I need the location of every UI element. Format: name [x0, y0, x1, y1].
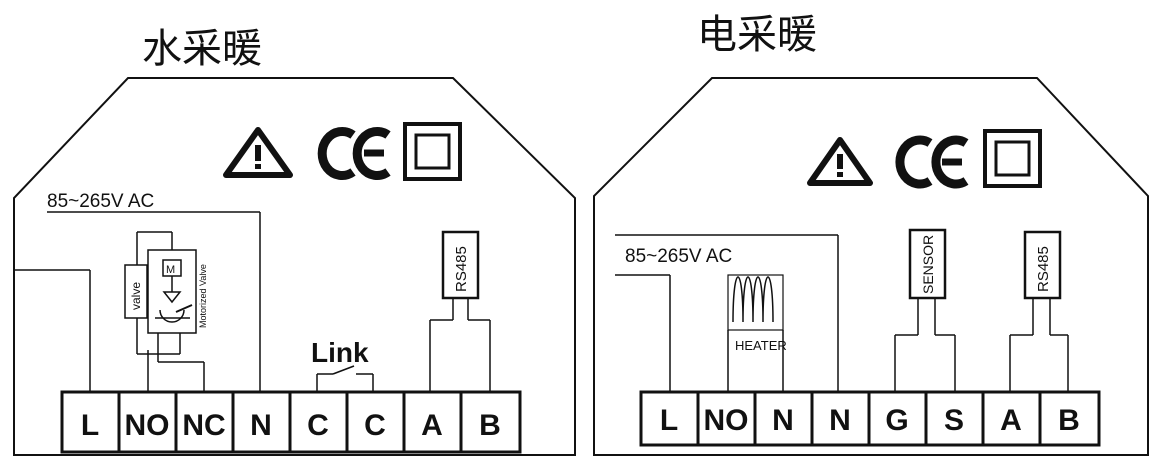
terminal-label: C [307, 409, 329, 442]
ce-mark-icon [317, 127, 391, 180]
terminal-label: NC [182, 409, 225, 442]
terminal-label: NO [704, 404, 749, 437]
terminal-label: N [250, 409, 272, 442]
terminal-label: B [479, 409, 501, 442]
terminal-label: L [660, 404, 678, 437]
motorized-valve-icon: M [147, 249, 197, 334]
voltage-label: 85~265V AC [47, 191, 154, 212]
heater-label: HEATER [735, 338, 787, 353]
terminal-label: C [364, 409, 386, 442]
electric-heating-title: 电采暖 [697, 12, 817, 58]
terminal-block-right: L NO N N G S A B [639, 390, 1101, 447]
rs485-box-right: RS485 [1023, 230, 1062, 300]
water-heating-title: 水采暖 [142, 26, 262, 72]
svg-text:RS485: RS485 [1035, 246, 1052, 292]
heater-coil-icon: HEATER [727, 274, 787, 353]
power-wires-left [14, 211, 491, 392]
ce-mark-icon [895, 135, 969, 189]
terminal-label: S [944, 404, 964, 437]
rs485-box-left: RS485 [441, 230, 480, 300]
terminal-label: NO [125, 409, 170, 442]
terminal-label: B [1058, 404, 1080, 437]
double-insulation-icon [983, 129, 1042, 188]
svg-text:RS485: RS485 [453, 246, 470, 292]
voltage-label: 85~265V AC [625, 246, 732, 267]
valve-label: valve [129, 282, 143, 310]
motorized-valve-label: Motorized Valve [198, 264, 208, 328]
terminal-label: N [772, 404, 794, 437]
terminal-block-left: L NO NC N C C A B [60, 390, 522, 454]
electric-heating-diagram: 电采暖 85~265V AC [593, 12, 1149, 456]
housing-outline-right [593, 77, 1149, 456]
housing-outline-left [13, 77, 576, 456]
terminal-label: N [829, 404, 851, 437]
terminal-label: A [1000, 404, 1022, 437]
water-heating-diagram: 水采暖 85~265V AC [13, 26, 576, 456]
svg-text:SENSOR: SENSOR [920, 235, 936, 294]
svg-text:M: M [166, 264, 175, 276]
terminal-label: G [885, 404, 908, 437]
sensor-box: SENSOR [908, 228, 947, 300]
terminal-label: A [421, 409, 443, 442]
warning-triangle-icon [223, 127, 293, 178]
link-label: Link [311, 337, 369, 368]
double-insulation-icon [403, 122, 462, 181]
warning-triangle-icon [807, 137, 873, 186]
valve-box: valve [124, 264, 148, 319]
power-wires-right [615, 234, 1069, 392]
terminal-label: L [81, 409, 99, 442]
